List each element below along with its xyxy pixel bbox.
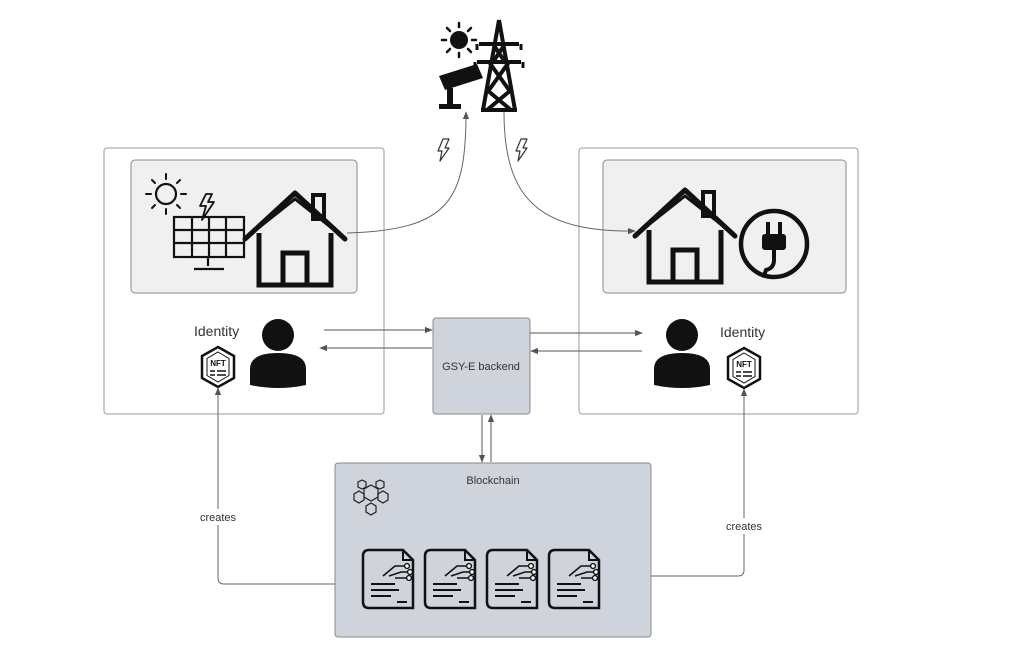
svg-text:NFT: NFT — [736, 360, 752, 369]
electric-plug-icon — [738, 208, 810, 280]
solar-panel-icon — [145, 173, 246, 271]
smart-contract-icon — [547, 548, 601, 610]
creates-label-right: creates — [726, 521, 763, 533]
creates-label-left: creates — [200, 512, 237, 524]
sun-icon — [145, 173, 187, 215]
nft-badge-icon: NFT — [200, 345, 236, 389]
energy-flow-grid-to-consumer — [503, 111, 636, 235]
gsy-e-backend-box — [432, 317, 531, 415]
energy-flow-producer-to-grid — [346, 111, 470, 234]
creates-right-connector — [651, 388, 748, 577]
nft-badge-icon: NFT — [726, 346, 762, 390]
smart-contract-icon — [485, 548, 539, 610]
power-grid-icon — [439, 19, 525, 112]
identity-label-right: Identity — [720, 324, 765, 340]
svg-text:NFT: NFT — [210, 359, 226, 368]
sun-icon — [440, 21, 478, 59]
smart-contract-icon — [361, 548, 415, 610]
blockchain-label: Blockchain — [466, 475, 519, 487]
blockchain-network-icon — [353, 479, 389, 516]
lightning-icon — [515, 138, 528, 162]
creates-left-connector — [214, 387, 335, 585]
smart-contract-icon — [423, 548, 477, 610]
identity-label-left: Identity — [194, 323, 239, 339]
gsy-e-backend-label: GSY-E backend — [442, 361, 520, 373]
lightning-icon — [437, 138, 450, 162]
